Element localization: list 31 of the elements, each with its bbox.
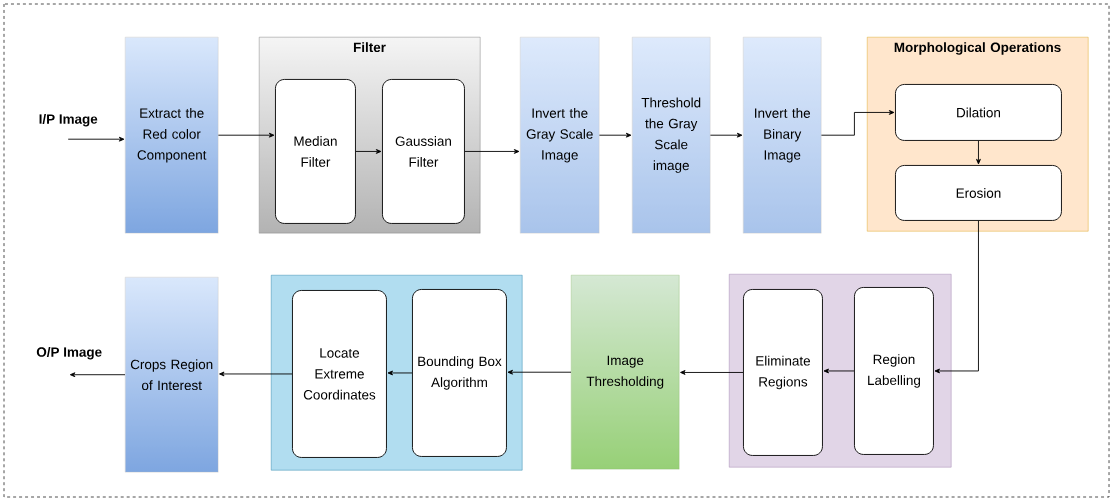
process-box: Gaussian Filter (382, 79, 465, 224)
io-label: O/P Image (36, 346, 102, 360)
process-box: Eliminate Regions (743, 289, 823, 456)
arrow (976, 140, 981, 165)
arrow (820, 110, 895, 136)
io-label: I/P Image (39, 113, 98, 127)
step-box: Crops Region of Interest (125, 277, 219, 473)
step-box: Invert the Gray Scale Image (520, 37, 600, 234)
process-box: Dilation (895, 84, 1062, 141)
process-box: Locate Extreme Coordinates (292, 290, 387, 458)
arrow (464, 149, 520, 154)
arrow (219, 371, 293, 377)
arrow (507, 369, 572, 375)
process-box: Bounding Box Algorithm (412, 289, 507, 457)
arrow (355, 149, 382, 154)
arrow (709, 132, 743, 138)
process-box: Median Filter (275, 79, 356, 224)
step-box: Threshold the Gray Scale image (632, 37, 711, 234)
step-box: Image Thresholding (571, 275, 680, 470)
process-box: Erosion (895, 165, 1062, 221)
arrow (823, 368, 855, 374)
arrow (69, 372, 126, 378)
arrow (67, 136, 125, 142)
process-box: Region Labelling (854, 287, 934, 455)
arrow (934, 220, 979, 374)
arrow (217, 132, 275, 138)
arrow (598, 132, 632, 138)
arrow (680, 370, 744, 375)
arrow (387, 370, 413, 376)
step-box: Extract the Red color Component (125, 37, 219, 234)
step-box: Invert the Binary Image (743, 37, 822, 234)
